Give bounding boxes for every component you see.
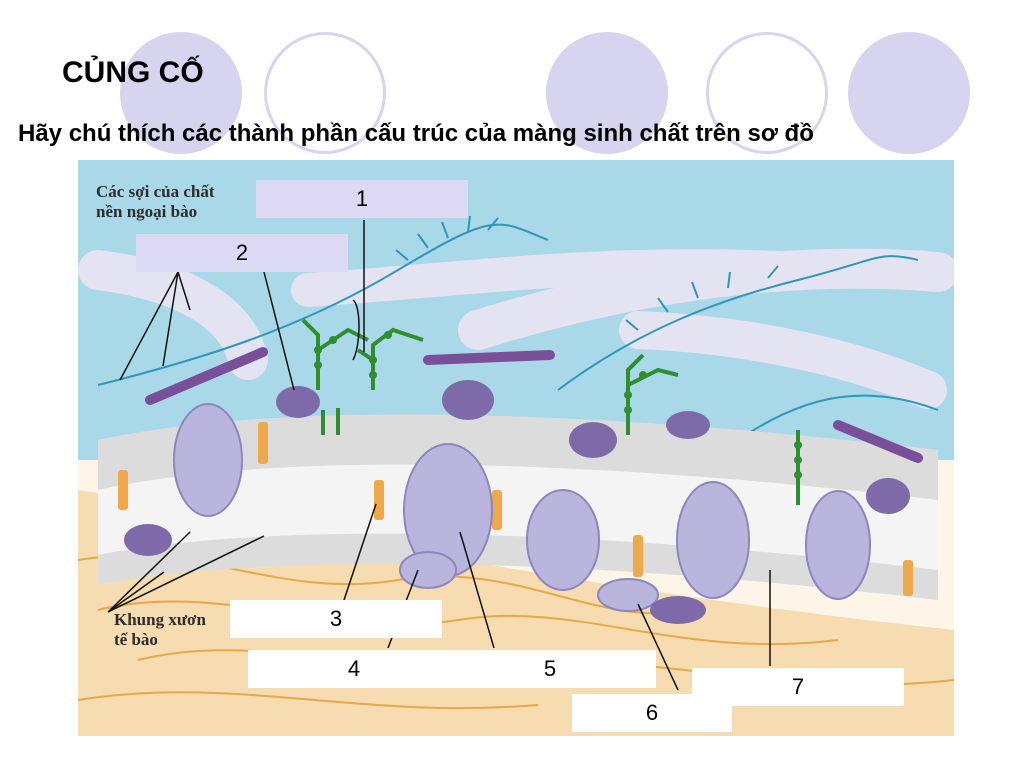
integral-proteins — [173, 403, 871, 612]
decor-circle-4 — [706, 32, 828, 154]
membrane-illustration — [78, 160, 954, 736]
decor-circle-5 — [848, 32, 970, 154]
label-box-1[interactable]: 1 — [256, 180, 468, 218]
label-box-7[interactable]: 7 — [692, 668, 904, 706]
glycoprotein-chains — [301, 318, 800, 505]
decor-circle-1 — [120, 32, 242, 154]
ecm-fiber-3 — [458, 248, 954, 350]
tag-extracellular-matrix: Các sợi của chất nền ngoại bào — [96, 182, 215, 222]
ecm-branched-fibers — [97, 215, 939, 441]
peripheral-proteins — [124, 380, 910, 624]
membrane-diagram: Các sợi của chất nền ngoại bào Khung xươ… — [78, 160, 954, 736]
phospholipid-heads-top — [98, 414, 938, 500]
decor-circle-2 — [264, 32, 386, 154]
cholesterol-molecules — [118, 422, 913, 596]
tag-cytoskeleton-line2: tế bào — [114, 630, 158, 649]
ecm-fiber-4 — [619, 311, 947, 409]
tag-extracellular-line1: Các sợi của chất — [96, 182, 215, 201]
glycan-beads — [314, 331, 802, 479]
tag-cytoskeleton: Khung xươn tế bào — [114, 610, 206, 650]
label-box-5[interactable]: 5 — [444, 650, 656, 688]
tag-extracellular-line2: nền ngoại bào — [96, 202, 198, 221]
label-box-3[interactable]: 3 — [230, 600, 442, 638]
decor-circle-3 — [546, 32, 668, 154]
tag-cytoskeleton-line1: Khung xươn — [114, 610, 206, 629]
label-box-4[interactable]: 4 — [248, 650, 460, 688]
label-box-2[interactable]: 2 — [136, 234, 348, 272]
slide-title: CỦNG CỐ — [62, 56, 204, 89]
leader-lines — [107, 220, 771, 691]
glycolipid-rods — [145, 347, 923, 463]
slide-subtitle: Hãy chú thích các thành phần cấu trúc củ… — [18, 120, 814, 147]
